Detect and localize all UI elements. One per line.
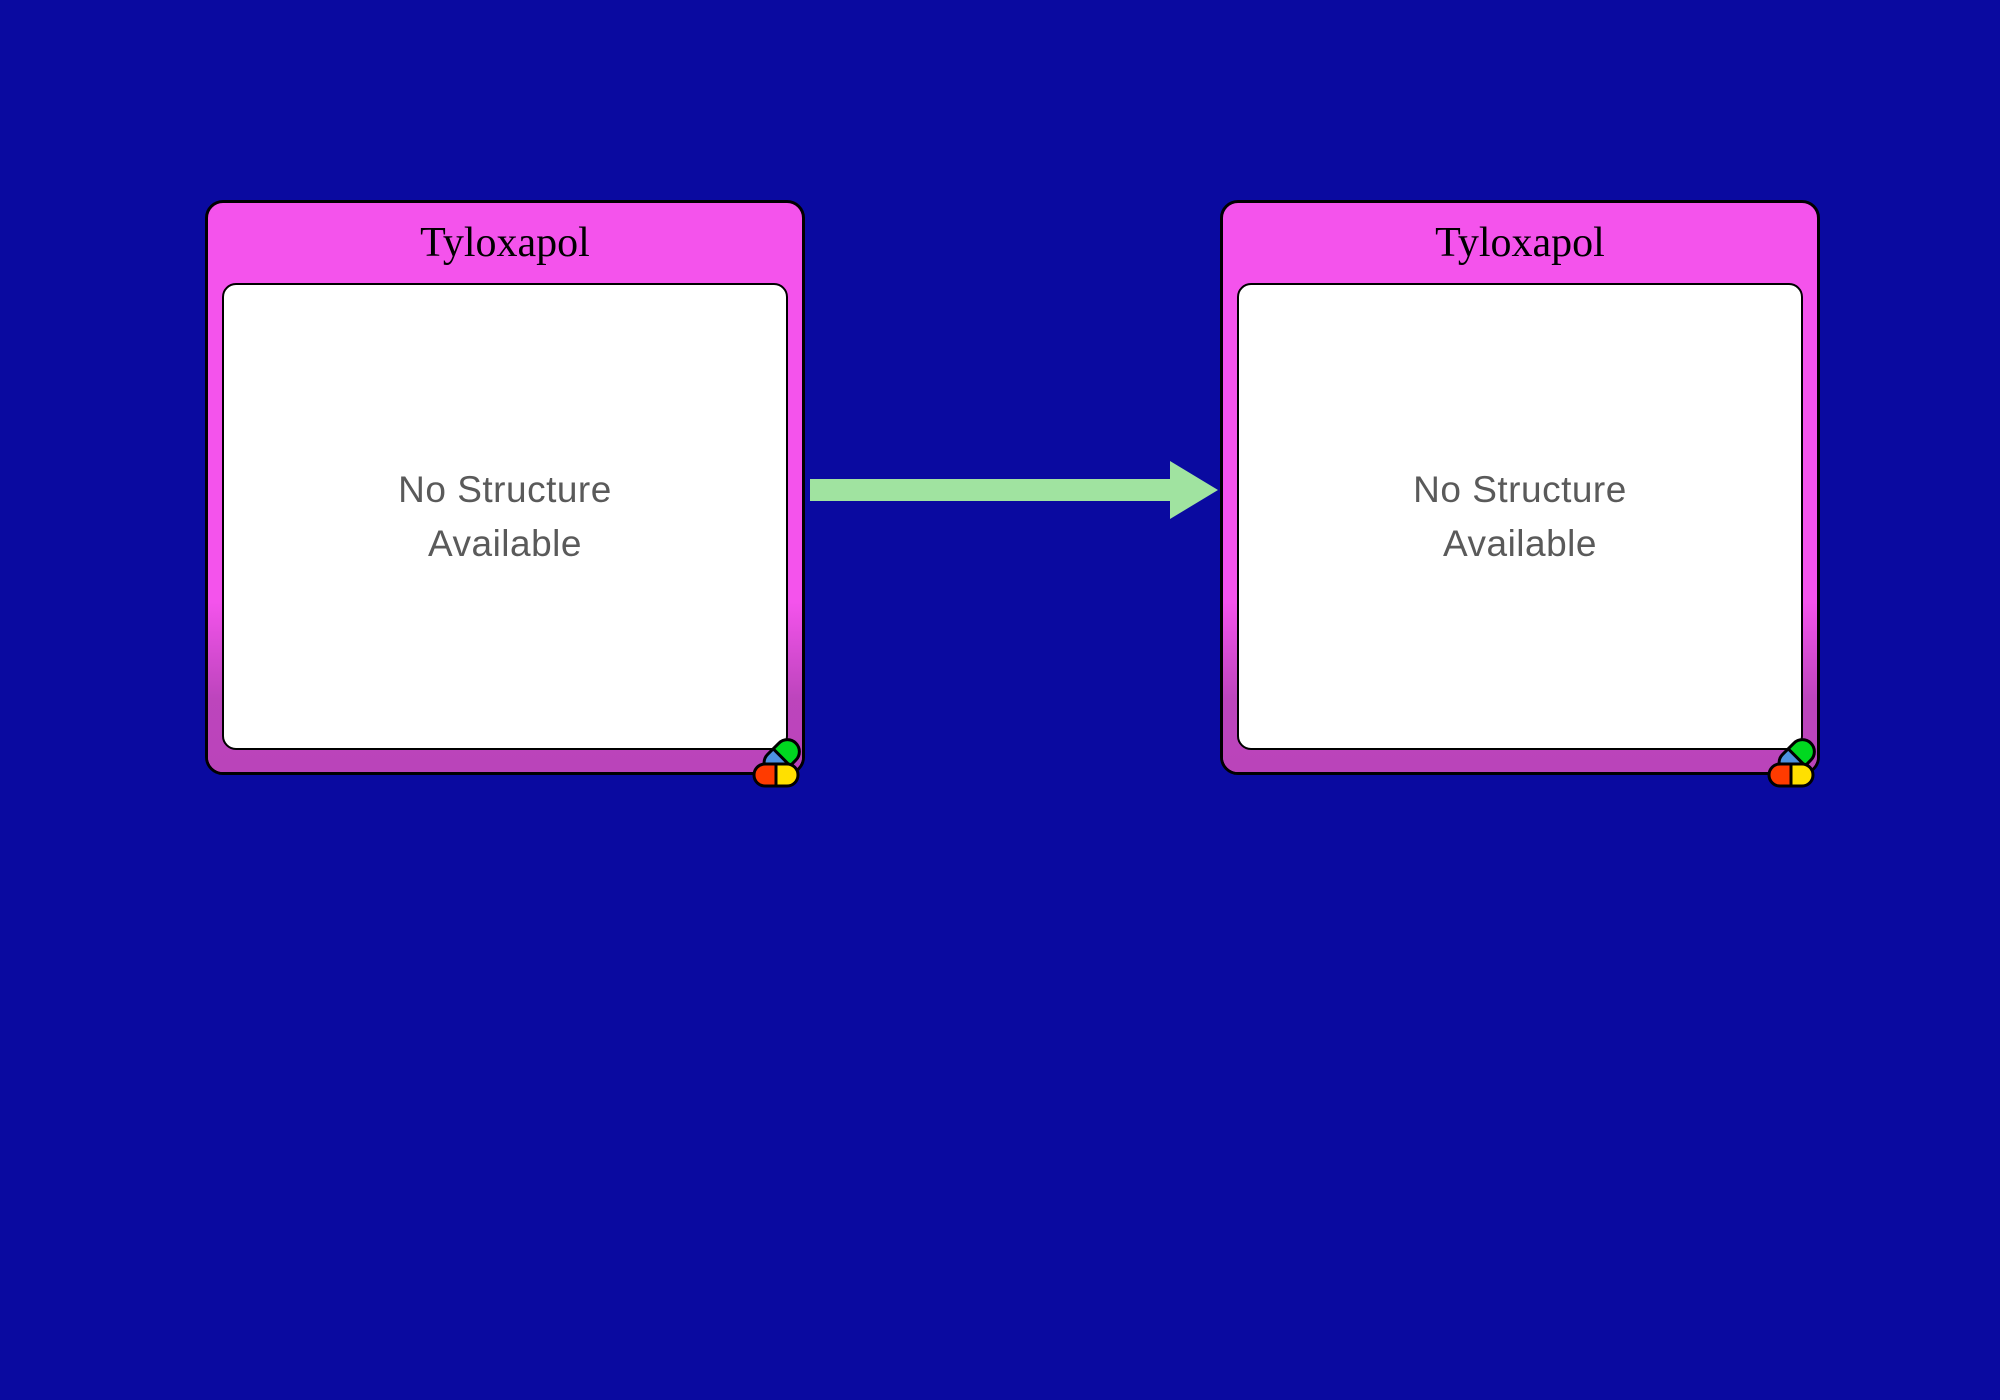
pills-icon[interactable]: [1765, 734, 1827, 790]
compound-node-right[interactable]: Tyloxapol No Structure Available: [1220, 200, 1820, 788]
node-structure-panel-left[interactable]: No Structure Available: [222, 283, 788, 750]
node-title-left: Tyloxapol: [420, 220, 590, 266]
arrow-right-icon: [810, 461, 1218, 519]
pills-icon[interactable]: [750, 734, 812, 790]
compound-node-left[interactable]: Tyloxapol No Structure Available: [205, 200, 805, 788]
no-structure-message-right: No Structure Available: [1413, 468, 1627, 564]
node-structure-panel-right[interactable]: No Structure Available: [1237, 283, 1803, 750]
no-structure-message-left: No Structure Available: [398, 468, 612, 564]
node-title-right: Tyloxapol: [1435, 220, 1605, 266]
edge-left-to-right[interactable]: [810, 455, 1220, 525]
